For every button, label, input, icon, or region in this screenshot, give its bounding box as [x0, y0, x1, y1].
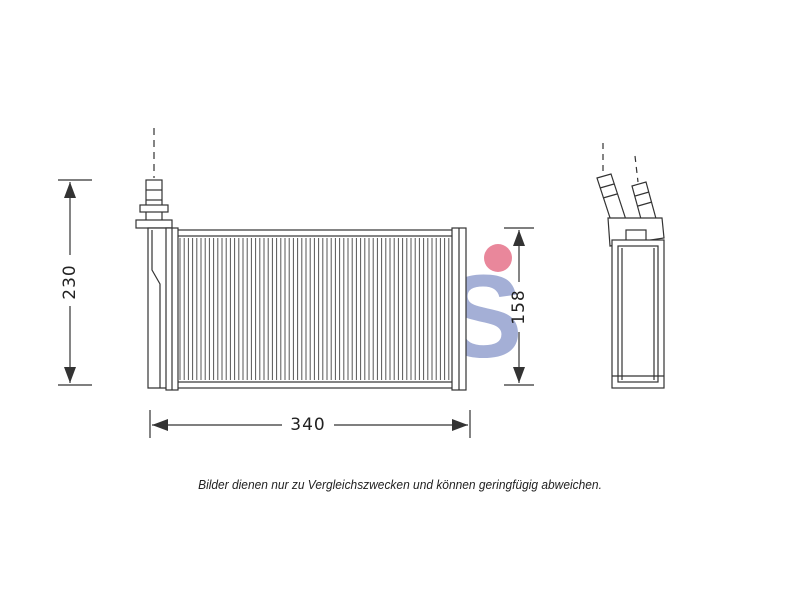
disclaimer-text: Bilder dienen nur zu Vergleichszwecken u…: [198, 477, 602, 492]
heater-front-view: [135, 128, 467, 391]
dimension-width-label: 340: [290, 415, 325, 435]
heater-side-view: [596, 143, 665, 389]
dimension-height: [58, 179, 92, 386]
dimension-height-label: 230: [60, 264, 80, 299]
heater-fins: [179, 238, 450, 380]
watermark-dot: [484, 244, 512, 272]
dimension-core-height-label: 158: [509, 289, 529, 324]
dimension-core-height: [504, 227, 534, 386]
dimension-width: [149, 410, 471, 438]
